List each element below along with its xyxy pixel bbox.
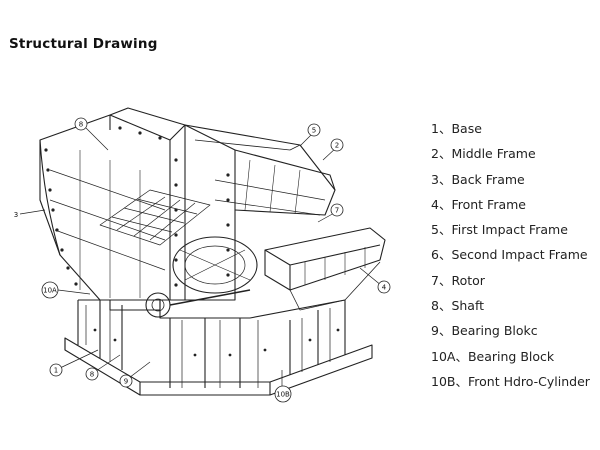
legend-item-second-impact-frame: 6、Second Impact Frame: [431, 247, 588, 263]
rotor-outline: [172, 236, 258, 294]
middle-frame-outline: [184, 124, 336, 301]
svg-text:4: 4: [382, 284, 387, 292]
parts-legend: 1、Base 2、Middle Frame 3、Back Frame 4、Fro…: [431, 118, 590, 396]
callout-3: 3: [14, 211, 18, 219]
base-frame-outline: [64, 299, 373, 396]
callout-leaders: [19, 127, 383, 390]
shaft-outline: [109, 289, 251, 318]
legend-item-front-hydro-cylinder: 10B、Front Hdro-Cylinder: [431, 373, 590, 389]
svg-text:7: 7: [335, 207, 339, 215]
callout-7: 7: [330, 203, 344, 217]
svg-text:10A: 10A: [43, 287, 57, 295]
svg-text:9: 9: [124, 378, 128, 386]
back-frame-outline: [39, 107, 186, 301]
callout-1: 1: [49, 363, 63, 377]
callout-8-bottom: 8: [85, 367, 99, 381]
callout-10a: 10A: [41, 281, 59, 299]
svg-text:10B: 10B: [276, 391, 290, 399]
callout-10b: 10B: [274, 385, 292, 403]
legend-item-shaft: 8、Shaft: [431, 298, 485, 314]
legend-item-bearing-blokc: 9、Bearing Blokc: [431, 323, 538, 339]
legend-item-back-frame: 3、Back Frame: [431, 171, 525, 187]
drawing-title: Structural Drawing: [9, 36, 158, 52]
svg-text:1: 1: [54, 367, 58, 375]
svg-text:3: 3: [14, 211, 18, 219]
callout-2: 2: [330, 138, 344, 152]
callout-8-top: 8: [74, 117, 88, 131]
frame-bolts: [44, 126, 340, 357]
legend-item-base: 1、Base: [431, 121, 482, 136]
callout-5: 5: [307, 123, 321, 137]
impact-plates-grid: [99, 189, 211, 246]
svg-text:8: 8: [90, 371, 94, 379]
legend-item-rotor: 7、Rotor: [431, 272, 485, 288]
svg-text:2: 2: [335, 142, 339, 150]
front-frame-outline: [264, 227, 386, 311]
svg-text:8: 8: [79, 121, 83, 129]
legend-item-front-frame: 4、Front Frame: [431, 196, 526, 212]
callout-9: 9: [119, 374, 133, 388]
legend-item-bearing-block: 10A、Bearing Block: [431, 348, 555, 364]
svg-text:5: 5: [312, 127, 316, 135]
legend-item-middle-frame: 2、Middle Frame: [431, 146, 536, 162]
callout-4: 4: [377, 280, 391, 294]
legend-item-first-impact-frame: 5、First Impact Frame: [431, 222, 568, 238]
